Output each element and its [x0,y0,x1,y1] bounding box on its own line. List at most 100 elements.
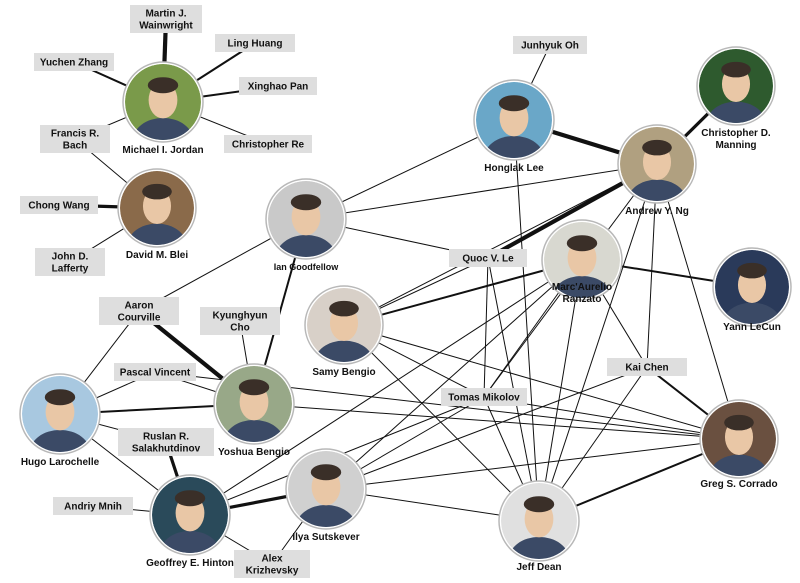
person-name: Salakhutdinov [132,444,201,455]
name-box [513,36,587,54]
person-name: Pascal Vincent [120,368,191,379]
portrait-icon [702,402,776,476]
edge-ranzato-hinton [189,259,583,516]
node-goodfellow[interactable]: Ian Goodfellow [265,178,347,279]
node-dean[interactable]: Jeff Dean [498,480,580,581]
node-jordan[interactable]: Michael I. Jordan [122,61,204,162]
node-chongwang[interactable]: Chong Wang [20,196,98,214]
node-xinghao[interactable]: Xinghao Pan [239,77,317,95]
edge-ranzato-ilya [325,259,583,490]
person-name: Courville [118,313,161,324]
person-name: Chong Wang [28,201,89,212]
person-name: Krizhevsky [246,566,299,577]
person-name: Christopher Re [232,140,305,151]
node-corrado[interactable]: Greg S. Corrado [699,399,779,497]
name-box [20,196,98,214]
node-salakhutdinov[interactable]: Ruslan R.Salakhutdinov [118,428,214,456]
person-name: Ruslan R. [143,432,189,443]
portrait-icon [268,181,344,257]
person-name: Honglak Lee [484,163,544,174]
person-name: Marc'Aurelio [552,282,612,293]
node-quoc[interactable]: Quoc V. Le [449,249,527,267]
edge-honglak-dean [513,119,540,522]
edge-ng-samy [343,163,658,326]
node-hugo[interactable]: Hugo Larochelle [19,373,101,474]
node-mikolov[interactable]: Tomas Mikolov [441,388,527,406]
name-box [114,363,196,381]
node-mnih[interactable]: Andriy Mnih [53,497,133,515]
portrait-icon [699,49,773,123]
edge-samy-corrado [343,324,740,440]
edge-ng-corrado [656,163,740,440]
person-name: Andriy Mnih [64,502,122,513]
person-name: Manning [715,140,756,151]
person-name: Martin J. [145,9,186,20]
person-name: Geoffrey E. Hinton [146,558,234,569]
portrait-icon [125,64,201,140]
portrait-icon [544,222,620,298]
node-manning[interactable]: Christopher D.Manning [696,46,776,151]
node-junhyuk[interactable]: Junhyuk Oh [513,36,587,54]
edge-ilya-corrado [325,438,740,490]
portrait-icon [620,127,694,201]
node-ilya[interactable]: Ilya Sutskever [285,448,367,549]
person-name: Alex [261,554,283,565]
person-name: Yuchen Zhang [40,58,108,69]
name-box [99,297,179,325]
name-box [130,5,202,33]
portrait-icon [22,376,98,452]
node-chrisre[interactable]: Christopher Re [224,135,312,153]
person-name: Ranzato [563,294,602,305]
person-name: Bach [63,141,87,152]
node-hinton[interactable]: Geoffrey E. Hinton [146,474,234,575]
node-yoshua[interactable]: Yoshua Bengio [213,363,295,464]
node-linghuang[interactable]: Ling Huang [215,34,295,52]
node-honglak[interactable]: Honglak Lee [473,79,555,180]
edge-samy-dean [343,324,540,522]
edge-ng-goodfellow [305,163,658,220]
portrait-icon [288,451,364,527]
name-box [441,388,527,406]
portrait-icon [152,477,228,553]
name-box [449,249,527,267]
edge-ng-dean [538,163,658,522]
node-blei[interactable]: David M. Blei [117,168,197,267]
person-name: Michael I. Jordan [122,145,203,156]
name-box [34,53,114,71]
name-box [200,307,280,335]
node-lecun[interactable]: Yann LeCun [712,247,792,345]
edge-yoshua-corrado [253,403,740,440]
node-lafferty[interactable]: John D.Lafferty [35,248,105,276]
person-name: Andrew Y. Ng [625,206,689,217]
edge-quoc-mikolov [483,257,489,398]
portrait-icon [216,366,292,442]
node-yuchen[interactable]: Yuchen Zhang [34,53,114,71]
person-name: David M. Blei [126,250,188,261]
node-wainwright[interactable]: Martin J.Wainwright [130,5,202,33]
name-box [53,497,133,515]
person-name: Christopher D. [701,128,771,139]
node-bach[interactable]: Francis R.Bach [40,125,110,153]
name-box [215,34,295,52]
name-box [224,135,312,153]
name-box [607,358,687,376]
portrait-icon [715,250,789,324]
person-name: Wainwright [139,21,193,32]
person-name: Francis R. [51,129,100,140]
node-ng[interactable]: Andrew Y. Ng [617,124,697,223]
node-pascal[interactable]: Pascal Vincent [114,363,196,381]
person-name: Yoshua Bengio [218,447,290,458]
edge-ranzato-dean [538,259,583,522]
node-samy[interactable]: Samy Bengio [304,285,384,383]
node-kaichen[interactable]: Kai Chen [607,358,687,376]
person-name: Cho [230,323,249,334]
person-name: Samy Bengio [312,367,375,378]
portrait-icon [120,171,194,245]
